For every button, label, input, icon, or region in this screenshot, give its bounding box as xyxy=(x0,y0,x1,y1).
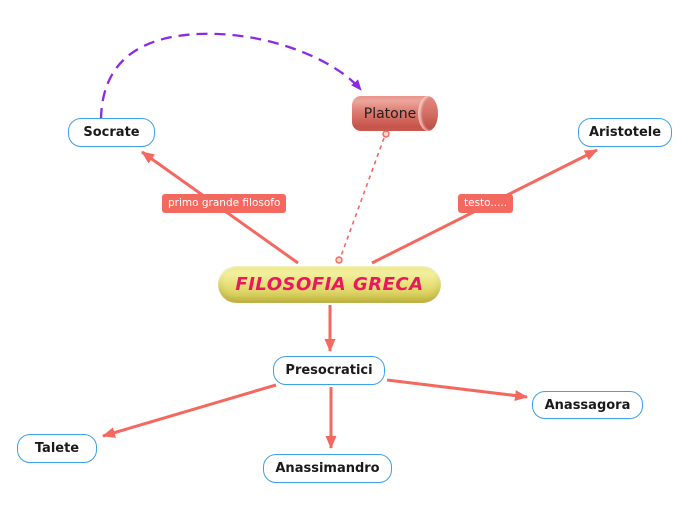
node-filosofia-greca[interactable]: FILOSOFIA GRECA xyxy=(218,266,441,303)
edge-platone-filosofia-dashed[interactable] xyxy=(340,137,385,257)
node-anassagora[interactable]: Anassagora xyxy=(532,391,643,419)
node-platone[interactable]: Platone xyxy=(352,96,438,131)
edge-presocratici-talete[interactable] xyxy=(102,383,277,438)
node-presocratici[interactable]: Presocratici xyxy=(273,356,385,385)
node-socrate-label: Socrate xyxy=(83,125,140,140)
edge-endpoint-handle-bottom[interactable] xyxy=(335,256,343,264)
edge-endpoint-handle-top[interactable] xyxy=(382,130,390,138)
node-talete-label: Talete xyxy=(34,441,80,456)
node-anassimandro-label: Anassimandro xyxy=(275,461,380,476)
node-presocratici-label: Presocratici xyxy=(285,363,373,378)
edge-socrate-platone-dashed-curve[interactable] xyxy=(99,32,362,120)
edge-presocratici-anassagora[interactable] xyxy=(386,378,528,402)
node-anassagora-label: Anassagora xyxy=(544,397,631,413)
node-anassimandro[interactable]: Anassimandro xyxy=(263,454,392,483)
edge-label-primo-grande-filosofo[interactable]: primo grande filosofo xyxy=(162,194,287,213)
node-talete[interactable]: Talete xyxy=(17,434,97,463)
edge-label-testo[interactable]: testo..... xyxy=(458,194,514,213)
node-aristotele-label: Aristotele xyxy=(588,125,662,140)
node-platone-label: Platone xyxy=(363,105,417,122)
node-aristotele[interactable]: Aristotele xyxy=(578,118,672,147)
node-socrate[interactable]: Socrate xyxy=(68,118,155,147)
cylinder-end-cap xyxy=(418,96,438,131)
node-filosofia-greca-label: FILOSOFIA GRECA xyxy=(235,274,424,295)
